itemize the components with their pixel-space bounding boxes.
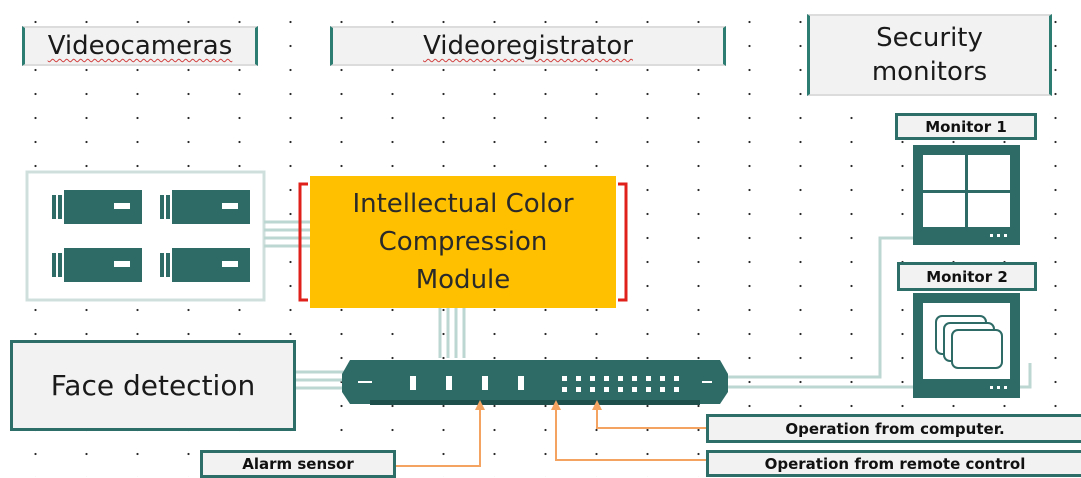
alarm-sensor-label: Alarm sensor xyxy=(200,450,396,478)
face-detection-box: Face detection xyxy=(10,340,296,431)
camera-icon xyxy=(52,190,142,224)
face-detection-to-device-wires xyxy=(296,370,345,390)
compression-module-box xyxy=(310,176,616,308)
camera-to-module-wires xyxy=(264,220,310,248)
security-monitors-title: Security monitors xyxy=(807,14,1052,96)
monitor-icon xyxy=(913,293,1020,398)
monitor-icon xyxy=(913,145,1020,245)
monitor-1-label: Monitor 1 xyxy=(895,113,1037,140)
device-to-monitor-wires xyxy=(725,236,1032,389)
operation-from-remote-control-label: Operation from remote control xyxy=(706,450,1081,477)
operation-from-computer-label: Operation from computer. xyxy=(706,414,1081,443)
camera-icon xyxy=(160,248,250,282)
camera-icon xyxy=(52,248,142,282)
module-to-device-wires xyxy=(438,308,466,358)
camera-icon xyxy=(160,190,250,224)
videocameras-title: Videocameras xyxy=(22,26,258,66)
control-arrowheads xyxy=(475,400,602,410)
control-signal-lines xyxy=(396,404,708,467)
monitor-2-label: Monitor 2 xyxy=(897,262,1037,291)
videoregistrator-title: Videoregistrator xyxy=(330,26,726,66)
compression-module-text: Intellectual Color Compression Module xyxy=(352,189,574,295)
videoregistrator-device-icon xyxy=(342,360,728,405)
module-red-brackets xyxy=(298,182,628,302)
